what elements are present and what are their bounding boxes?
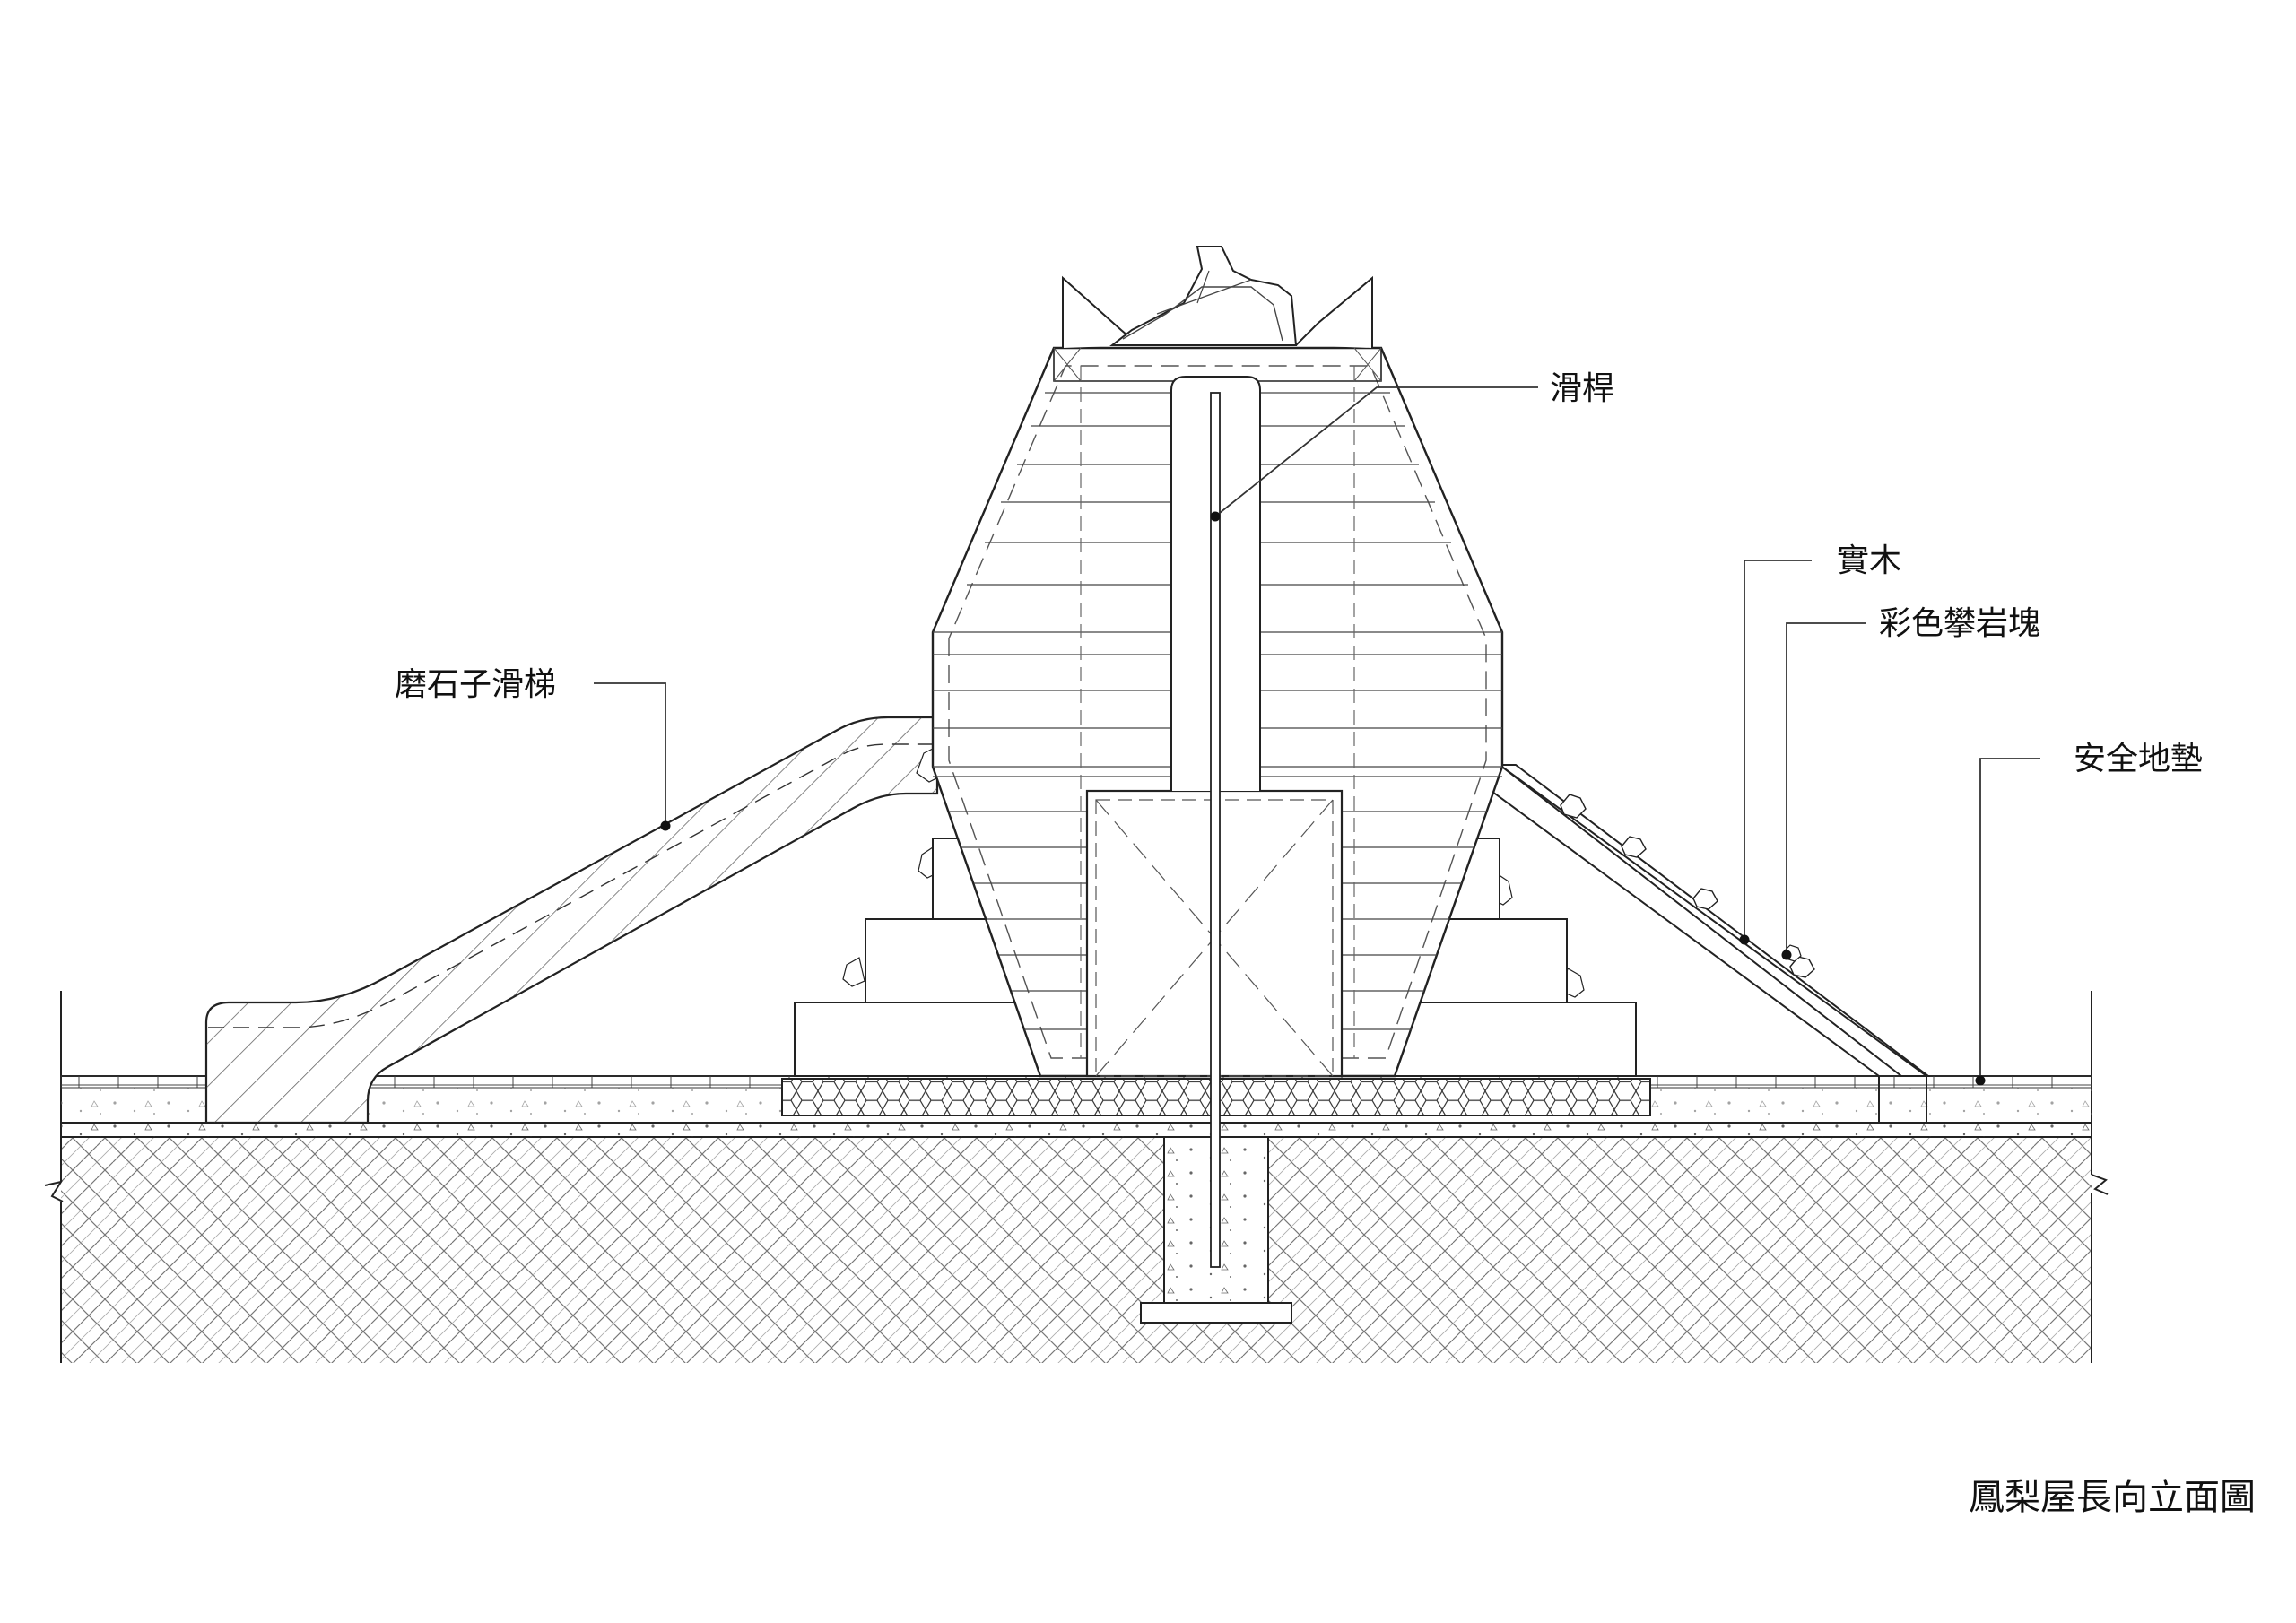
label-slide-pole: 滑桿	[1550, 370, 1614, 407]
ground-section	[44, 991, 2109, 1363]
concrete-slab	[60, 1122, 2092, 1138]
label-terrazzo-slide: 磨石子滑梯	[395, 666, 556, 703]
label-safety-mat: 安全地墊	[2074, 741, 2203, 777]
slide-pole	[1170, 376, 1261, 1268]
pineapple-crown	[1062, 246, 1373, 348]
terrazzo-slide	[204, 716, 939, 1124]
leader-dots	[660, 511, 1986, 1086]
label-solid-wood: 實木	[1837, 542, 1901, 579]
drawing-title: 鳳梨屋長向立面圖	[1969, 1477, 2256, 1518]
leader-lines	[594, 386, 2040, 1081]
label-climbing-holds: 彩色攀岩塊	[1879, 605, 2040, 642]
